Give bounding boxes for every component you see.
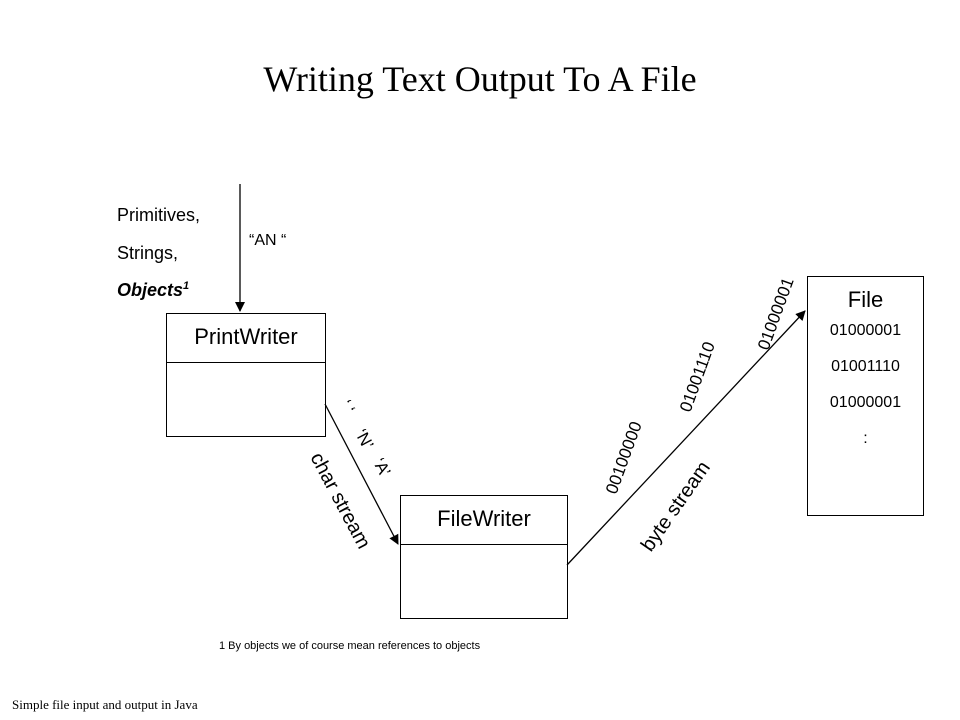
file-title: File bbox=[847, 287, 884, 312]
objects-text: Objects bbox=[117, 280, 184, 300]
printwriter-label: PrintWriter bbox=[167, 314, 325, 363]
input-strings-label: Strings, bbox=[117, 243, 179, 263]
footnote-text: 1 By objects we of course mean reference… bbox=[219, 640, 481, 652]
byte-stream-arrow bbox=[566, 310, 806, 566]
file-byte-line: 01000001 bbox=[829, 322, 902, 339]
footer-text: Simple file input and output in Java bbox=[12, 697, 198, 712]
input-primitives-label: Primitives, bbox=[117, 205, 201, 225]
file-ellipsis: : bbox=[863, 430, 868, 447]
file-byte-line: 01001110 bbox=[831, 358, 900, 375]
printwriter-box: PrintWriter bbox=[166, 313, 326, 437]
filewriter-label: FileWriter bbox=[401, 496, 567, 545]
footnote-marker: 1 bbox=[183, 280, 190, 292]
char-stream-arrow bbox=[324, 403, 399, 545]
string-value-label: “AN “ bbox=[249, 232, 287, 249]
input-objects-label: Objects1 bbox=[117, 280, 189, 301]
file-box: File 01000001 01001110 01000001 : bbox=[807, 276, 924, 516]
slide-title: Writing Text Output To A File bbox=[263, 59, 697, 99]
filewriter-box: FileWriter bbox=[400, 495, 568, 619]
file-byte-line: 01000001 bbox=[829, 394, 902, 411]
